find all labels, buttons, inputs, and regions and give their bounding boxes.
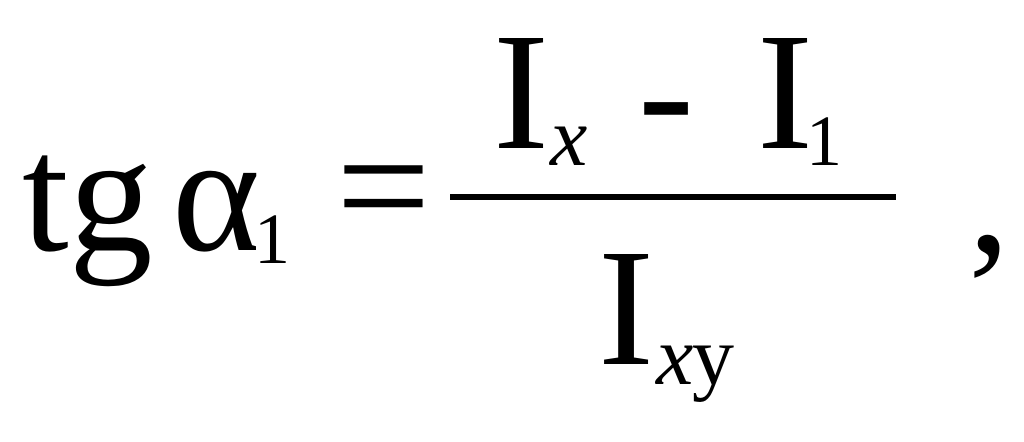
fraction-bar [450, 194, 896, 200]
numerator-i-x: I [493, 0, 549, 185]
numerator-i-1: I [757, 0, 813, 185]
alpha-symbol: α [172, 101, 261, 287]
numerator-subscript-x: x [550, 91, 588, 184]
equals-sign: = [336, 93, 431, 279]
denominator-subscript-x: x [656, 310, 694, 403]
denominator-i: I [598, 215, 654, 401]
numerator-subscript-1: 1 [806, 101, 842, 181]
denominator-subscript-y: y [692, 310, 734, 403]
function-tg: tg [22, 101, 153, 287]
minus-sign: - [638, 0, 694, 185]
trailing-comma: , [968, 103, 1010, 289]
alpha-subscript: 1 [254, 199, 290, 279]
